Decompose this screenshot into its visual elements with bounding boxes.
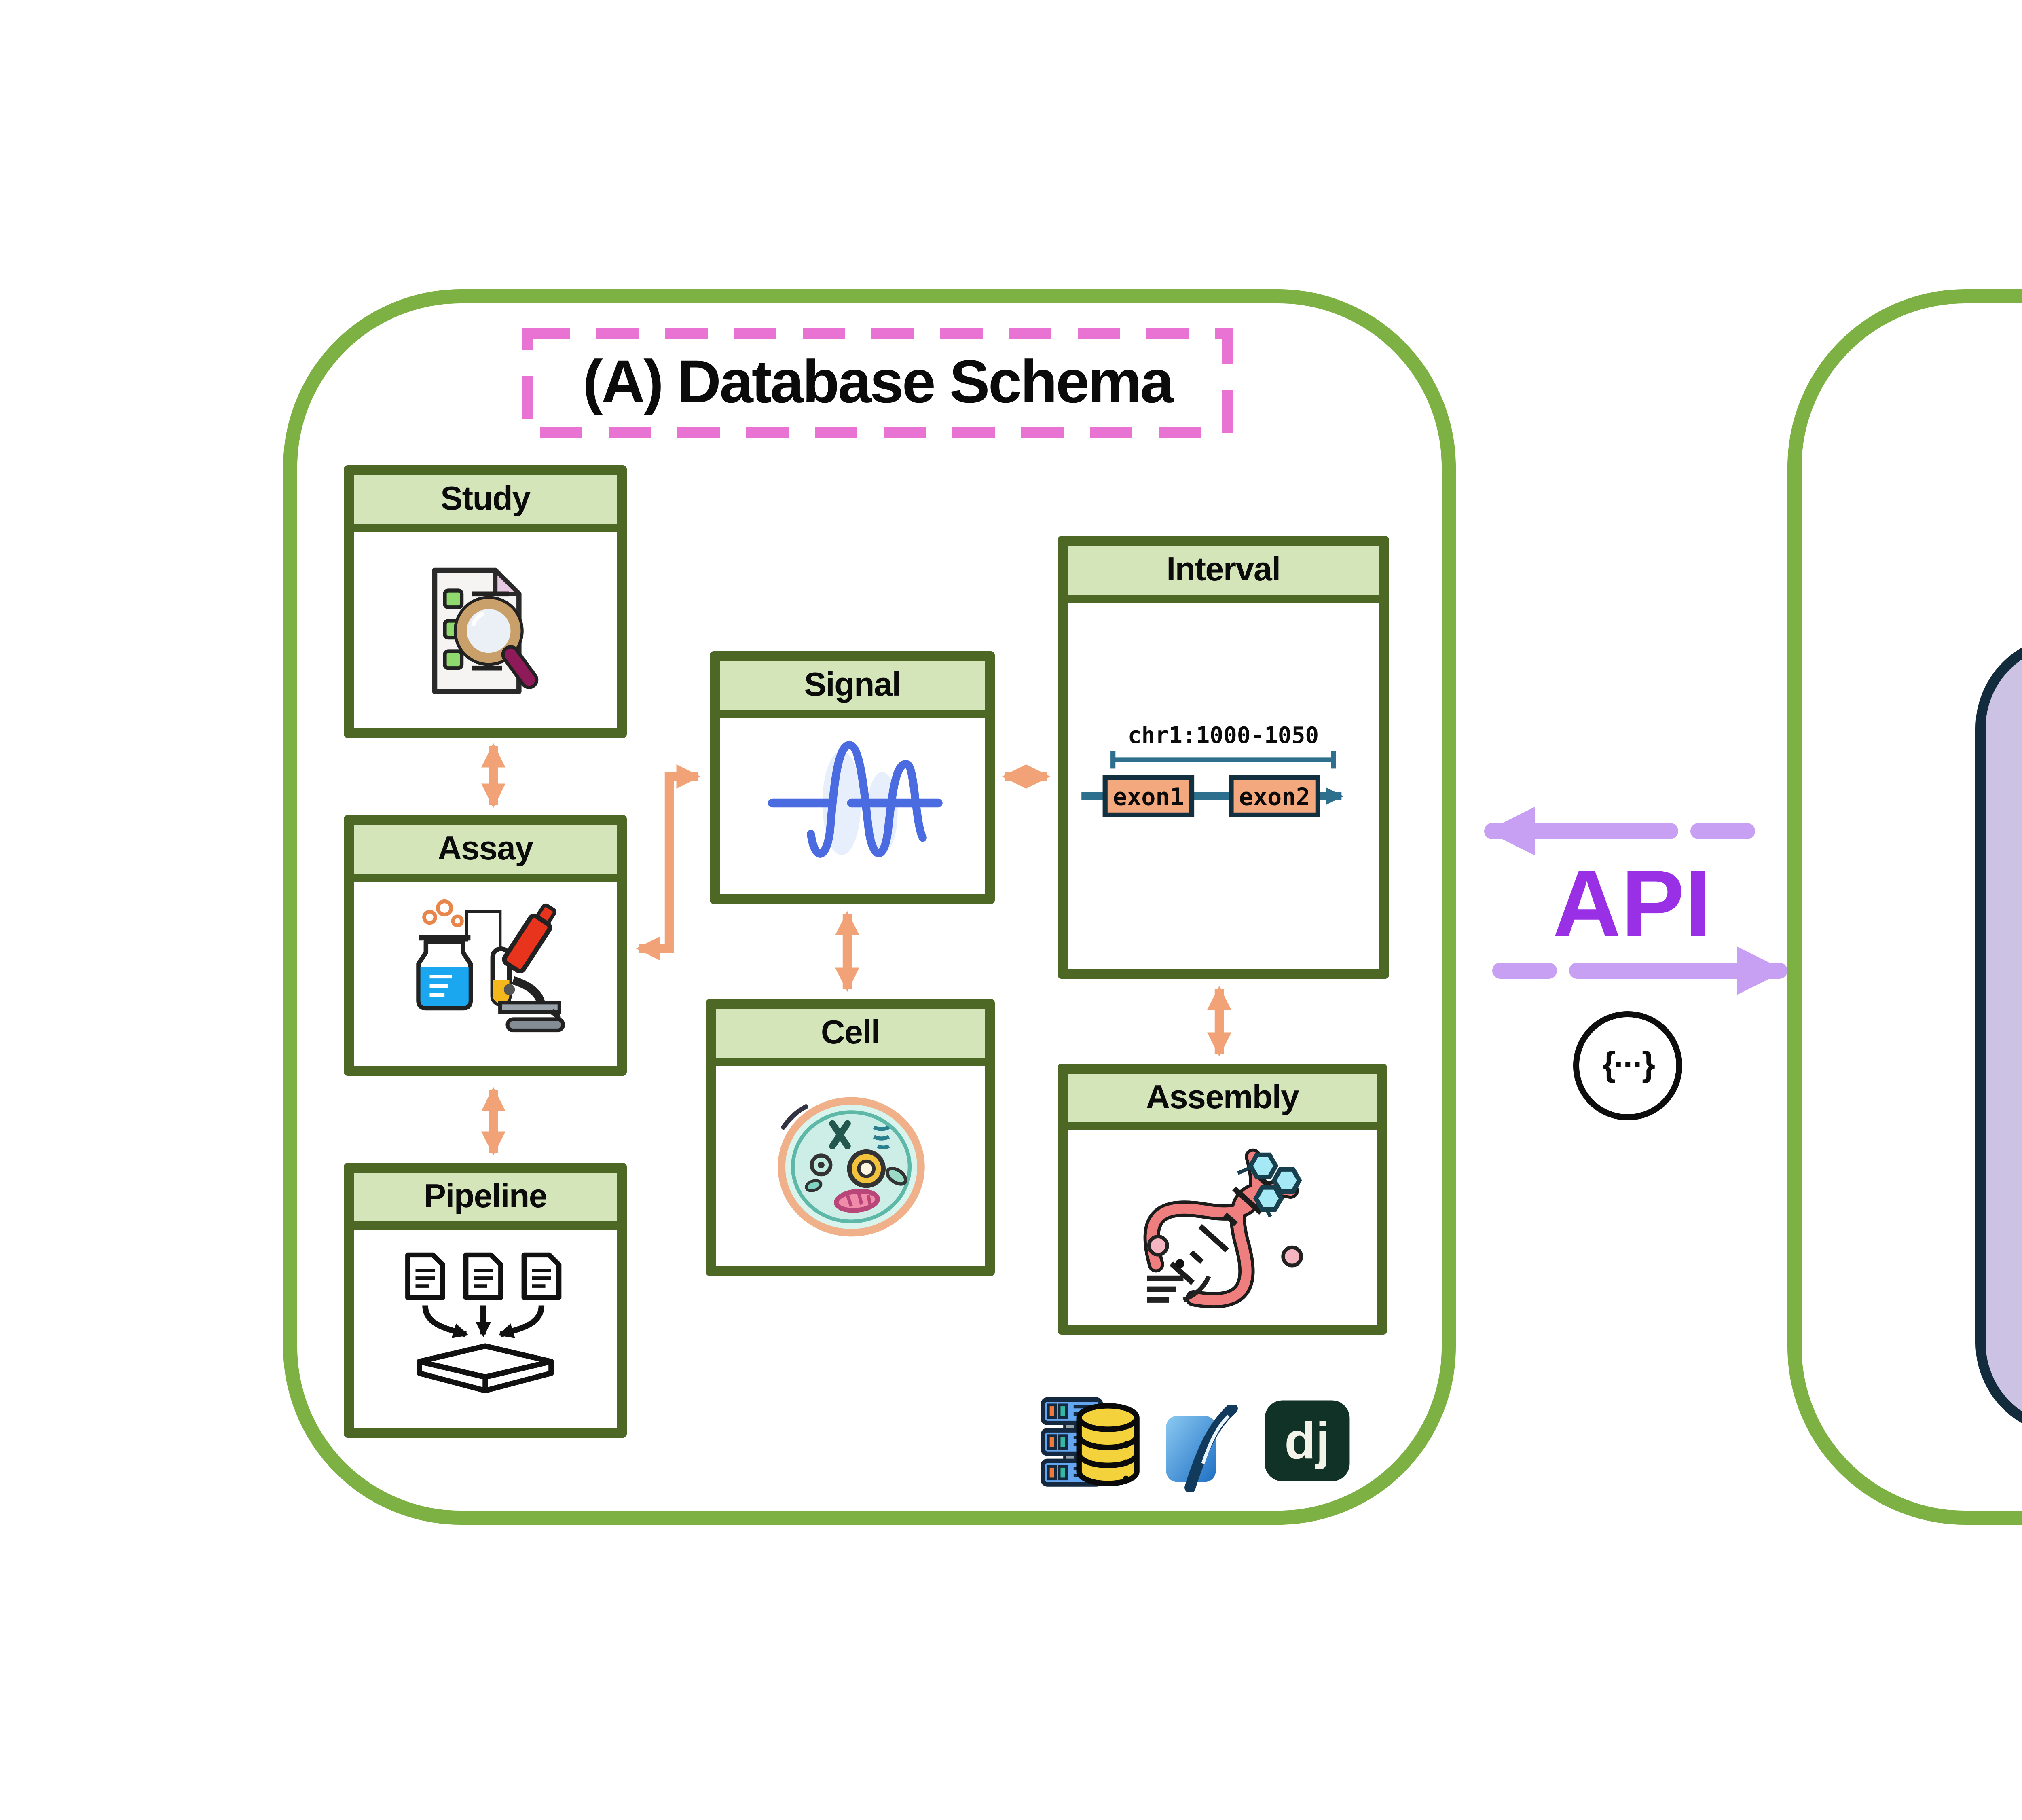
cell-header: Cell — [716, 1009, 985, 1058]
genomic-interval-diagram: chr1:1000-1050 exon1 exon2 — [1081, 722, 1344, 817]
assembly-header: Assembly — [1068, 1074, 1377, 1122]
exon1-label: exon1 — [1113, 783, 1184, 811]
interval-header: Interval — [1068, 546, 1379, 595]
cell-body — [716, 1066, 985, 1266]
panel-a-title: (A) Database Schema — [583, 349, 1174, 416]
entity-box-assay: Assay — [344, 815, 627, 1076]
cell-icon — [776, 1096, 924, 1236]
assembly-body — [1068, 1130, 1377, 1325]
api-label: API — [1552, 848, 1711, 956]
entity-box-study: Study — [344, 465, 627, 738]
assay-lab-icon — [416, 898, 565, 1031]
signal-body — [720, 718, 985, 894]
pipeline-body — [354, 1230, 617, 1428]
django-dj-label: dj — [1284, 1412, 1330, 1469]
entity-box-assembly: Assembly — [1058, 1064, 1387, 1335]
pipeline-header: Pipeline — [354, 1173, 617, 1221]
study-document-magnifier-icon — [432, 567, 539, 693]
assay-header: Assay — [354, 825, 617, 874]
sqlite-icon — [1166, 1405, 1238, 1492]
study-header: Study — [354, 475, 617, 524]
interval-coordinates: chr1:1000-1050 — [1128, 722, 1319, 749]
interval-body: chr1:1000-1050 exon1 exon2 — [1068, 603, 1379, 969]
pipeline-merge-icon — [405, 1252, 562, 1394]
entity-box-interval: Interval chr1:1000-1050 exon1 exon2 — [1058, 536, 1389, 979]
assay-body — [354, 882, 617, 1066]
database-server-icon — [1041, 1397, 1140, 1487]
dna-assembly-icon — [1142, 1148, 1302, 1308]
entity-box-signal: Signal — [710, 651, 995, 904]
entity-box-pipeline: Pipeline — [344, 1163, 627, 1438]
ui-wizard-container — [1975, 635, 2022, 1436]
study-body — [354, 532, 617, 728]
exon2-label: exon2 — [1239, 783, 1310, 811]
signal-wave-icon — [767, 740, 942, 857]
signal-header: Signal — [720, 661, 985, 710]
entity-box-cell: Cell — [706, 999, 995, 1276]
json-braces-icon: {···} — [1573, 1011, 1682, 1120]
panel-a-title-box: (A) Database Schema — [522, 328, 1233, 439]
django-icon: dj — [1265, 1400, 1350, 1481]
pink-dashed-border — [522, 328, 1233, 438]
